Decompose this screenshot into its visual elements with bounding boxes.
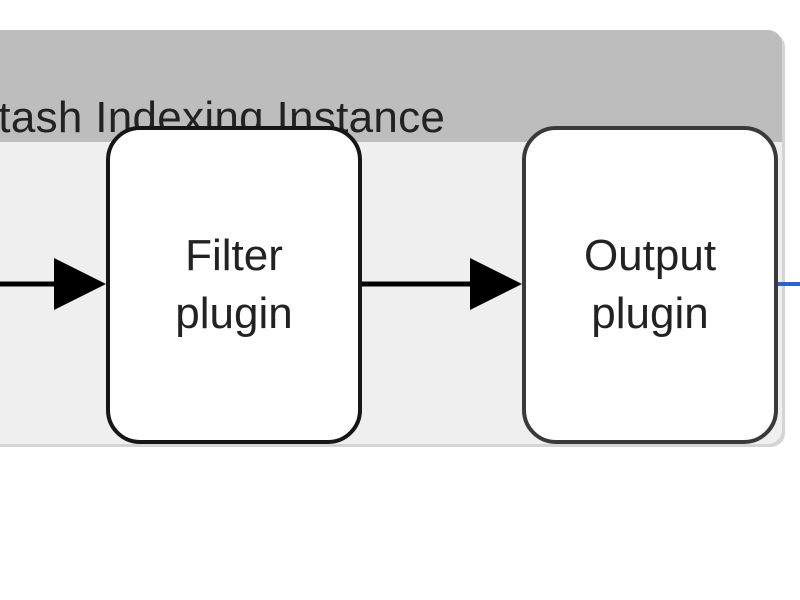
- filter-plugin-label: Filter plugin: [175, 231, 293, 338]
- group-header: [0, 30, 782, 142]
- output-plugin-label: Output plugin: [583, 231, 717, 338]
- filter-plugin-node[interactable]: Filter plugin: [106, 126, 362, 444]
- output-plugin-node[interactable]: Output plugin: [522, 126, 778, 444]
